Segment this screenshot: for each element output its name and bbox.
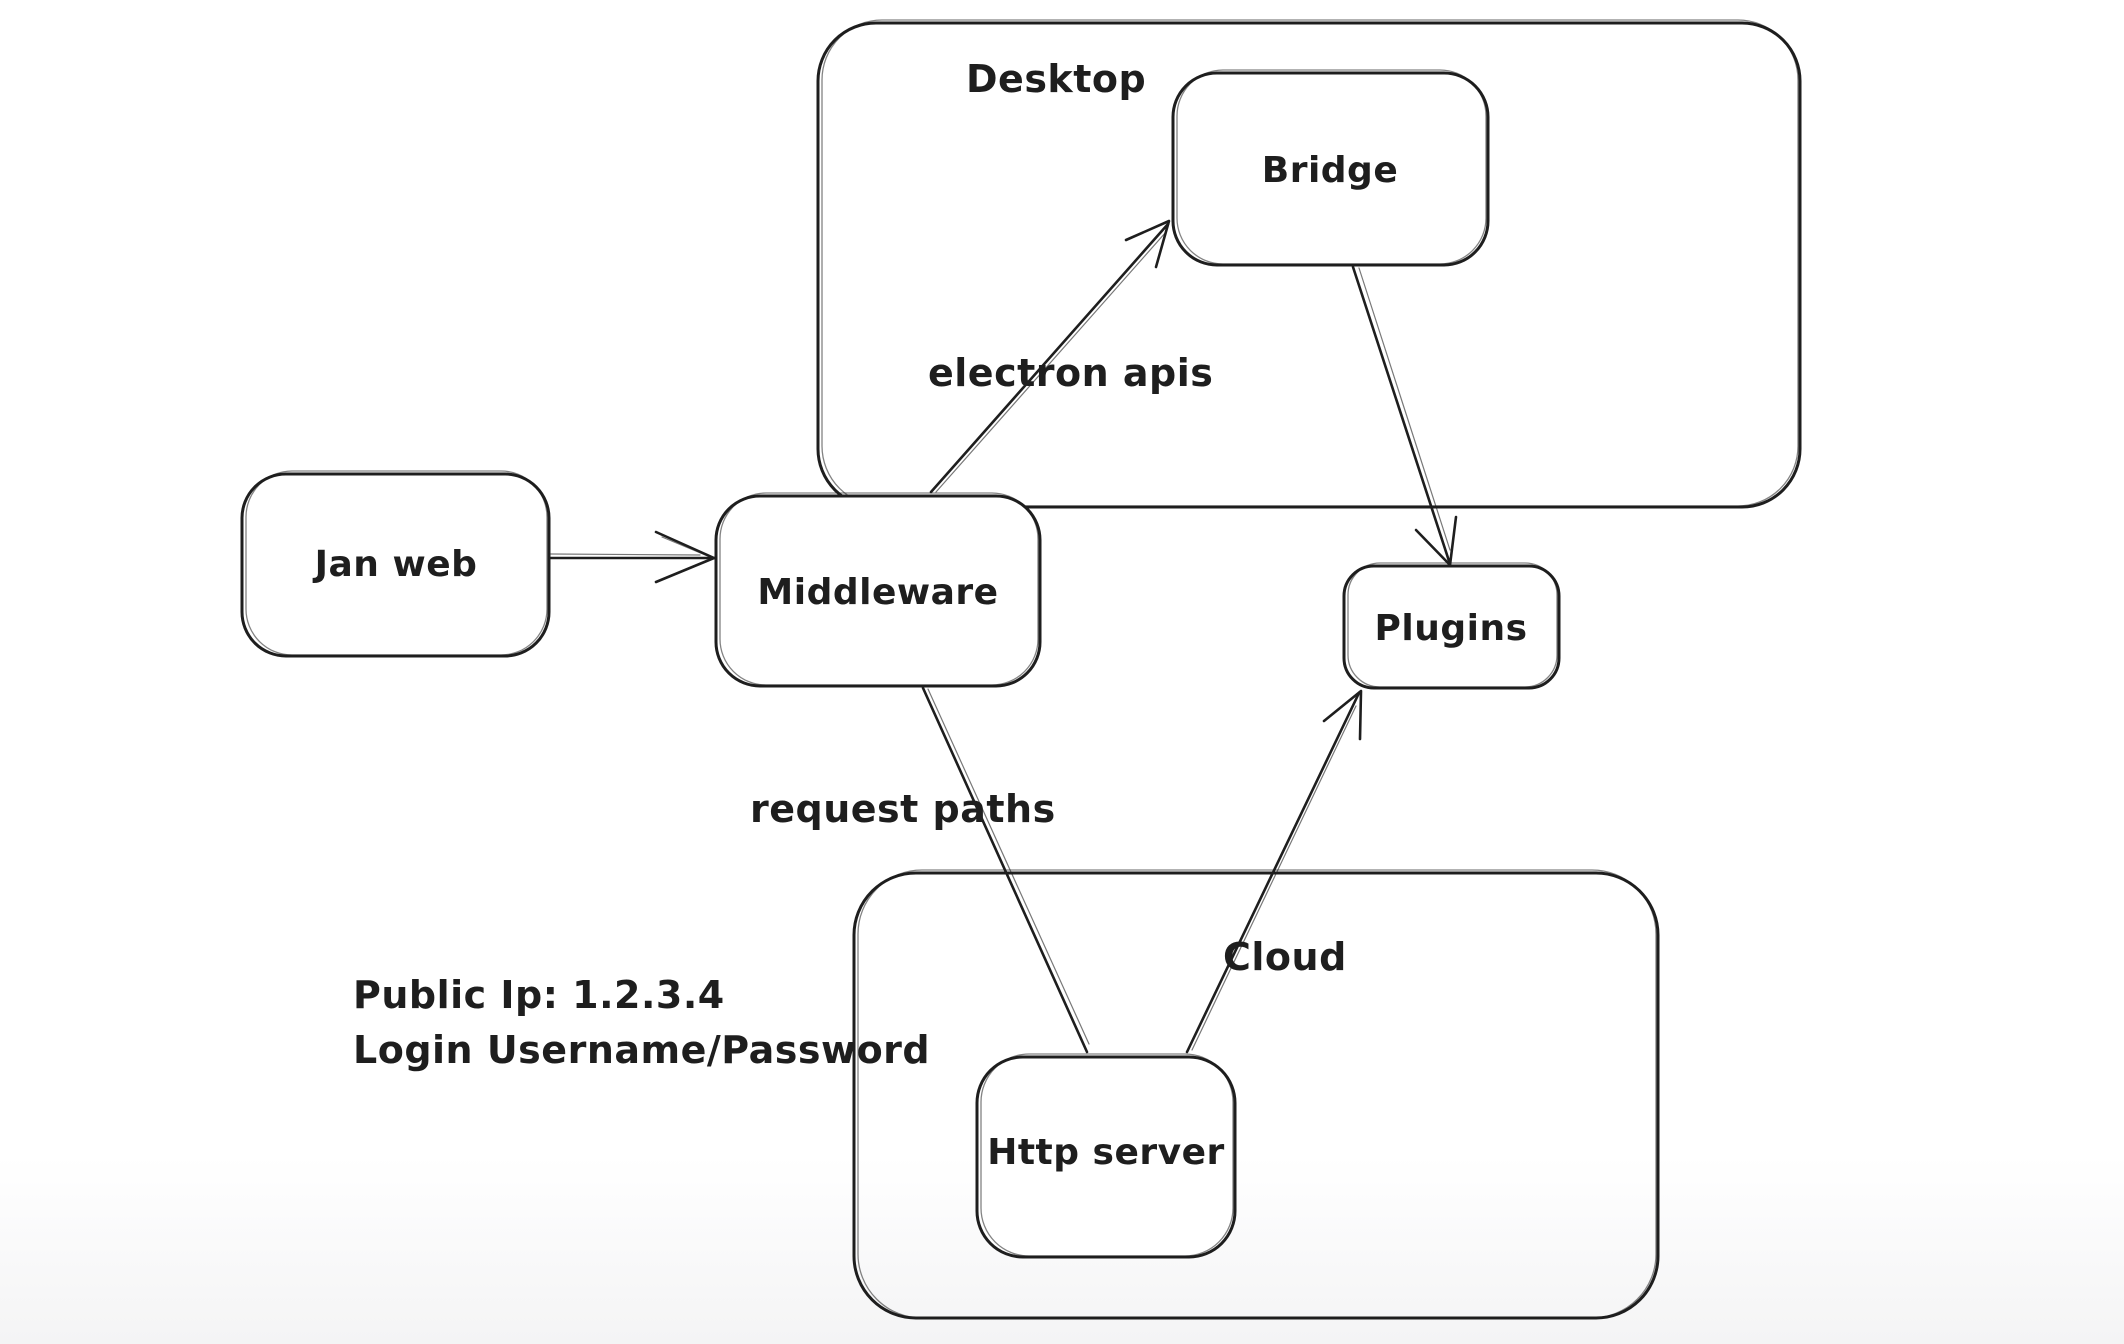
jan-web-sketch-stroke (245, 470, 548, 656)
plugins-label: Plugins (1374, 608, 1527, 649)
node-middleware[interactable]: Middleware (714, 492, 1042, 688)
node-bridge[interactable]: Bridge (1171, 69, 1490, 267)
plugins-sketch-stroke (1347, 562, 1558, 688)
arrow-bridge-to-plugins[interactable] (1351, 265, 1458, 567)
cloud-container[interactable]: Cloud (852, 869, 1660, 1320)
line-middleware-to-httpserver[interactable] (921, 686, 1090, 1054)
bridge-sketch-stroke (1176, 69, 1487, 265)
desktop-container[interactable]: Desktop (816, 19, 1802, 509)
public-ip-annotation[interactable]: Public Ip: 1.2.3.4 (353, 973, 725, 1017)
plugins-box[interactable] (1342, 564, 1561, 690)
desktop-container-label: Desktop (966, 57, 1146, 101)
electron-apis-edge-label[interactable]: electron apis (928, 351, 1213, 395)
arrow-middleware-to-bridge[interactable] (929, 219, 1171, 494)
arrow-bridge-plugins-sketch (1358, 267, 1451, 551)
bridge-label: Bridge (1262, 150, 1399, 191)
arrow-janweb-middleware-sketch (550, 553, 701, 556)
request-paths-edge-label[interactable]: request paths (750, 787, 1056, 831)
arrow-httpserver-plugins-sketch (1191, 705, 1357, 1051)
node-jan-web[interactable]: Jan web (240, 470, 551, 658)
node-http-server[interactable]: Http server (975, 1053, 1237, 1259)
arrow-httpserver-plugins-line[interactable] (1185, 691, 1361, 1054)
arrow-bridge-plugins-line[interactable] (1351, 265, 1451, 563)
arrow-janweb-to-middleware[interactable] (547, 530, 716, 584)
line-middleware-httpserver-sketch (927, 688, 1090, 1045)
node-plugins[interactable]: Plugins (1342, 562, 1561, 690)
arrow-bridge-plugins-head (1414, 515, 1458, 567)
desktop-container-sketch-stroke (821, 19, 1799, 507)
middleware-sketch-stroke (719, 492, 1039, 686)
jan-web-box[interactable] (240, 472, 551, 658)
http-server-box[interactable] (975, 1055, 1237, 1259)
desktop-container-outline[interactable] (816, 21, 1802, 509)
arrow-middleware-bridge-sketch (935, 231, 1167, 493)
cloud-container-sketch-stroke (857, 869, 1657, 1319)
middleware-box[interactable] (714, 494, 1042, 688)
cloud-container-label: Cloud (1223, 935, 1347, 979)
arrow-janweb-middleware-head-sketch (661, 536, 711, 558)
arrow-janweb-middleware-head (654, 530, 716, 584)
jan-web-label: Jan web (312, 544, 478, 585)
arrow-httpserver-to-plugins[interactable] (1185, 689, 1363, 1054)
line-middleware-httpserver[interactable] (921, 686, 1089, 1054)
bridge-box[interactable] (1171, 71, 1490, 267)
middleware-label: Middleware (757, 572, 998, 613)
arrow-httpserver-plugins-head (1322, 689, 1363, 741)
login-annotation[interactable]: Login Username/Password (353, 1028, 930, 1072)
arrow-middleware-bridge-line[interactable] (929, 222, 1170, 494)
http-server-sketch-stroke (980, 1053, 1234, 1257)
http-server-label: Http server (987, 1132, 1225, 1173)
arrow-middleware-bridge-head (1124, 219, 1171, 269)
